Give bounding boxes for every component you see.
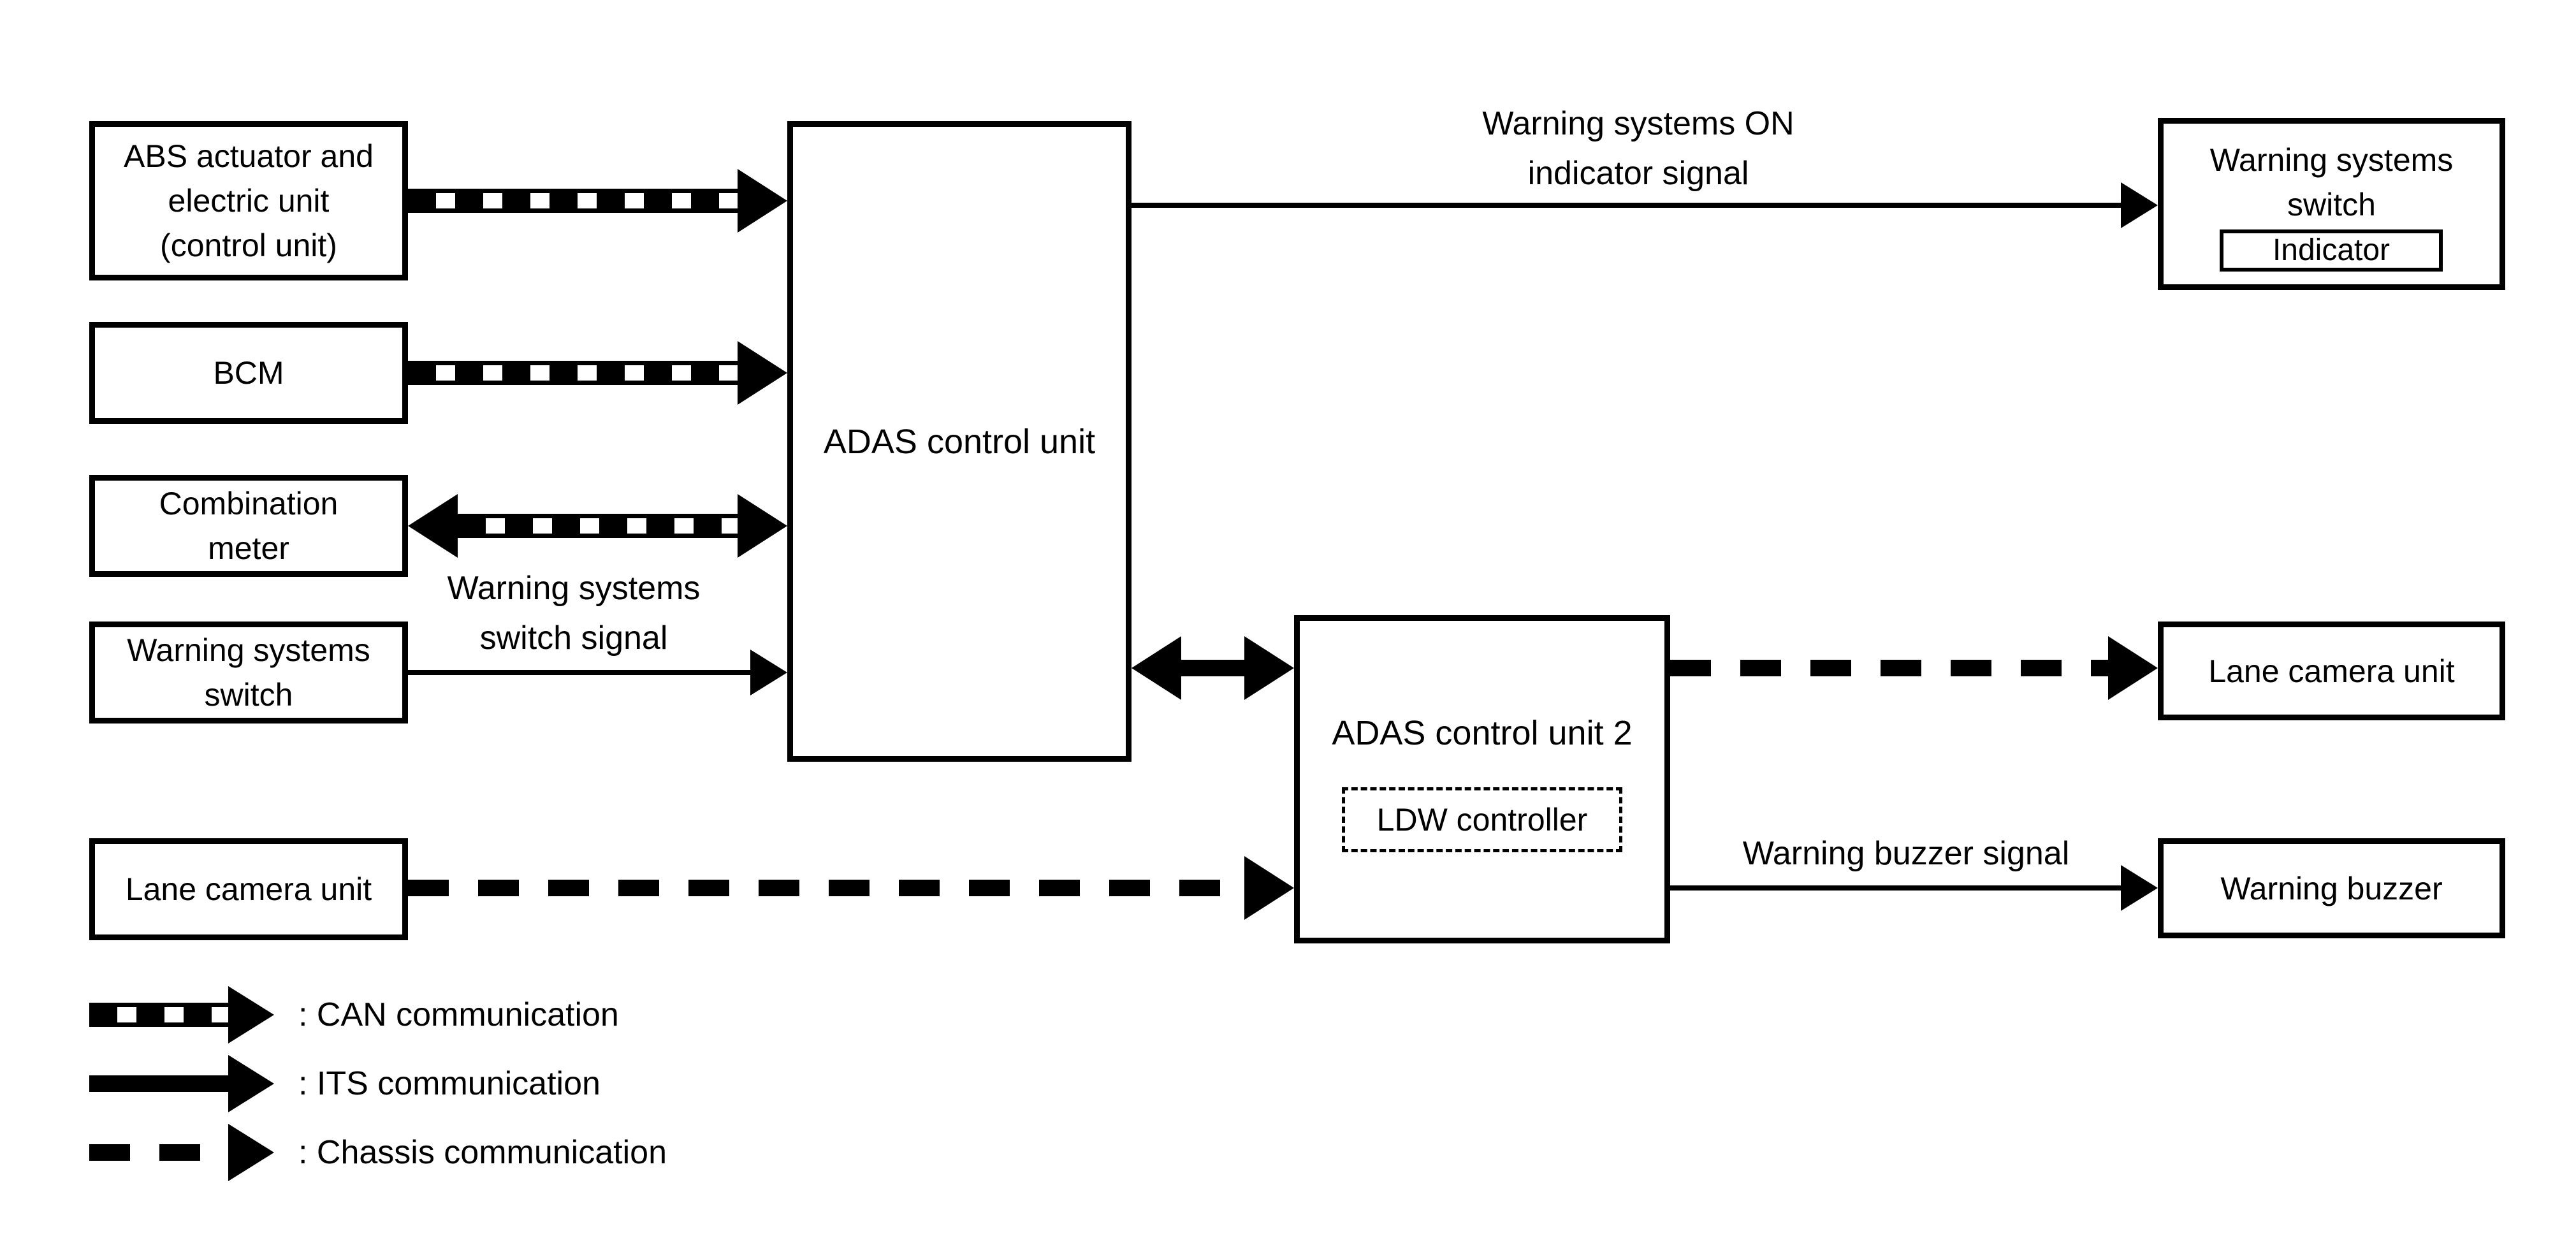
arrowhead-right-icon: [2121, 182, 2158, 228]
arrowhead-right-icon: [750, 650, 787, 695]
label-warning-systems-on-indicator-signal: Warning systems ON indicator signal: [1482, 105, 1794, 192]
box-adas-control-unit-2: ADAS control unit 2 LDW controller: [1294, 615, 1670, 943]
box-lane-camera-left-label: Lane camera unit: [125, 871, 372, 907]
arrowhead-right-icon: [228, 986, 274, 1043]
box-abs-actuator-label: (control unit): [160, 228, 337, 263]
can-arrow-bcm-to-adas: [408, 341, 787, 405]
box-combination-meter: Combination meter: [89, 475, 408, 577]
box-warning-systems-switch-right-label: switch: [2287, 187, 2376, 222]
label-warning-systems-switch-signal: Warning systems switch signal: [447, 570, 701, 657]
label-warning-buzzer-signal: Warning buzzer signal: [1742, 835, 2070, 872]
can-arrow-abs-to-adas: [408, 169, 787, 233]
arrowhead-right-icon: [228, 1055, 274, 1112]
its-arrow-adas-adas2-bidirectional: [1132, 636, 1294, 700]
box-adas-control-unit: ADAS control unit: [787, 121, 1132, 762]
legend-chassis-arrow-icon: [89, 1124, 274, 1181]
box-lane-camera-right-label: Lane camera unit: [2208, 653, 2455, 689]
box-bcm: BCM: [89, 322, 408, 424]
box-lane-camera-right: Lane camera unit: [2158, 622, 2505, 720]
can-arrow-meter-adas-bidirectional: [408, 494, 787, 558]
box-bcm-label: BCM: [213, 355, 284, 391]
box-warning-buzzer: Warning buzzer: [2158, 838, 2505, 938]
arrowhead-left-icon: [1132, 636, 1181, 700]
box-ldw-controller-label: LDW controller: [1376, 802, 1588, 838]
arrowhead-right-icon: [228, 1124, 274, 1181]
chassis-arrow-adas2-to-lane-camera-right: [1670, 636, 2158, 700]
arrowhead-right-icon: [1244, 636, 1294, 700]
legend-chassis-label: : Chassis communication: [298, 1134, 667, 1171]
arrowhead-right-icon: [738, 169, 787, 233]
chassis-arrow-lane-camera-left-to-adas2: [408, 856, 1294, 920]
arrowhead-right-icon: [738, 494, 787, 558]
arrowhead-right-icon: [2121, 865, 2158, 911]
box-adas-control-unit-2-label: ADAS control unit 2: [1332, 714, 1633, 752]
box-lane-camera-left: Lane camera unit: [89, 838, 408, 940]
signal-arrow-adas2-to-buzzer: [1670, 865, 2158, 911]
box-adas-control-unit-label: ADAS control unit: [823, 422, 1096, 461]
box-ldw-controller: LDW controller: [1342, 787, 1622, 852]
box-warning-systems-switch-left-label: Warning systems: [127, 632, 370, 668]
box-abs-actuator-label: ABS actuator and: [124, 138, 374, 174]
box-warning-systems-switch-right: Warning systems switch Indicator: [2158, 118, 2505, 290]
box-indicator: Indicator: [2220, 229, 2443, 272]
box-warning-systems-switch-right-label: Warning systems: [2209, 142, 2454, 178]
legend-its-label: : ITS communication: [298, 1065, 600, 1102]
box-combination-meter-label: meter: [208, 530, 289, 566]
box-warning-systems-switch-left: Warning systems switch: [89, 622, 408, 723]
arrowhead-right-icon: [2108, 636, 2158, 700]
box-combination-meter-label: Combination: [159, 486, 338, 521]
box-abs-actuator: ABS actuator and electric unit (control …: [89, 121, 408, 280]
box-indicator-label: Indicator: [2272, 233, 2390, 267]
arrowhead-left-icon: [408, 494, 458, 558]
arrowhead-right-icon: [1244, 856, 1294, 920]
box-warning-systems-switch-left-label: switch: [204, 677, 293, 713]
legend-its-arrow-icon: [89, 1055, 274, 1112]
signal-arrow-adas-to-indicator: [1132, 182, 2158, 228]
signal-arrow-switch-to-adas: [408, 650, 787, 695]
legend-can-label: : CAN communication: [298, 996, 619, 1033]
legend-can-arrow-icon: [89, 986, 274, 1043]
arrowhead-right-icon: [738, 341, 787, 405]
box-abs-actuator-label: electric unit: [168, 183, 330, 219]
box-warning-buzzer-label: Warning buzzer: [2220, 870, 2443, 906]
